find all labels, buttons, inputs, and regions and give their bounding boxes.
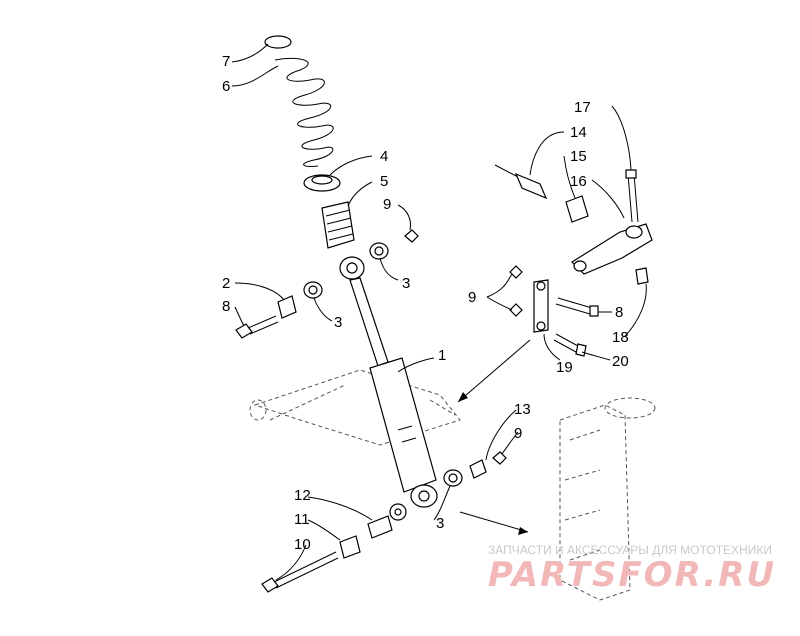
coil-spring xyxy=(274,57,334,167)
callout-9-upper: 9 xyxy=(383,196,391,213)
callout-7: 7 xyxy=(222,53,230,70)
spring-cap-top xyxy=(264,35,292,49)
arrow-to-spindle xyxy=(459,511,529,535)
callout-10: 10 xyxy=(294,536,311,553)
a-arm-outline xyxy=(249,369,461,446)
bolt-8-right xyxy=(555,297,599,317)
callout-8-right: 8 xyxy=(615,304,623,321)
upper-bushing xyxy=(277,295,297,319)
upper-nut xyxy=(404,229,419,243)
callout-14: 14 xyxy=(570,124,587,141)
callout-6: 6 xyxy=(222,78,230,95)
lower-bolt xyxy=(261,551,339,593)
bolt-20 xyxy=(553,333,587,357)
link-plate-19 xyxy=(533,279,549,333)
tie-rod-end xyxy=(494,164,548,200)
steering-arm xyxy=(571,223,653,275)
callout-12: 12 xyxy=(294,487,311,504)
lower-washer-left xyxy=(389,503,407,521)
bolt-17 xyxy=(625,169,639,223)
shock-absorber xyxy=(339,256,438,508)
leader-lines xyxy=(231,43,647,581)
spindle-outline xyxy=(559,397,656,601)
callout-9-link: 9 xyxy=(468,289,476,306)
callout-9-lower: 9 xyxy=(514,425,522,442)
callout-18: 18 xyxy=(612,329,629,346)
arrow-to-a-arm xyxy=(457,339,531,403)
nut-18 xyxy=(635,267,649,285)
lower-bushing xyxy=(339,535,361,559)
callout-13: 13 xyxy=(514,401,531,418)
callout-3-lower: 3 xyxy=(436,515,444,532)
callout-5: 5 xyxy=(380,173,388,190)
upper-washer-right xyxy=(369,242,389,260)
callout-17: 17 xyxy=(574,99,591,116)
callout-3-upper-left: 3 xyxy=(334,314,342,331)
callout-labels: 1 2 3 3 3 4 5 6 7 8 8 9 9 9 10 11 12 13 … xyxy=(222,53,629,553)
upper-bolt xyxy=(235,315,279,339)
callout-3-upper-right: 3 xyxy=(402,275,410,292)
upper-washer-left xyxy=(303,281,323,299)
callout-4: 4 xyxy=(380,148,388,165)
lower-washer-right xyxy=(443,469,463,487)
watermark-brand: PARTSFOR.RU xyxy=(488,555,776,595)
lower-nut xyxy=(492,451,507,465)
watermark: ЗАПЧАСТИ И АКСЕССУАРЫ ДЛЯ МОТОТЕХНИКИ PA… xyxy=(488,543,776,595)
callout-1: 1 xyxy=(438,347,446,364)
nuts-9-link xyxy=(509,265,523,317)
callout-15: 15 xyxy=(570,148,587,165)
callout-20: 20 xyxy=(612,353,629,370)
lower-spacer xyxy=(469,459,487,479)
spring-seat xyxy=(303,174,341,192)
callout-8-left: 8 xyxy=(222,298,230,315)
callout-16: 16 xyxy=(570,173,587,190)
callout-2: 2 xyxy=(222,275,230,292)
lower-sleeve xyxy=(367,515,393,539)
callout-19: 19 xyxy=(556,359,573,376)
bushing-15 xyxy=(565,195,589,223)
bump-stop xyxy=(321,201,355,249)
watermark-subtitle: ЗАПЧАСТИ И АКСЕССУАРЫ ДЛЯ МОТОТЕХНИКИ xyxy=(488,543,772,557)
callout-11: 11 xyxy=(294,511,310,528)
